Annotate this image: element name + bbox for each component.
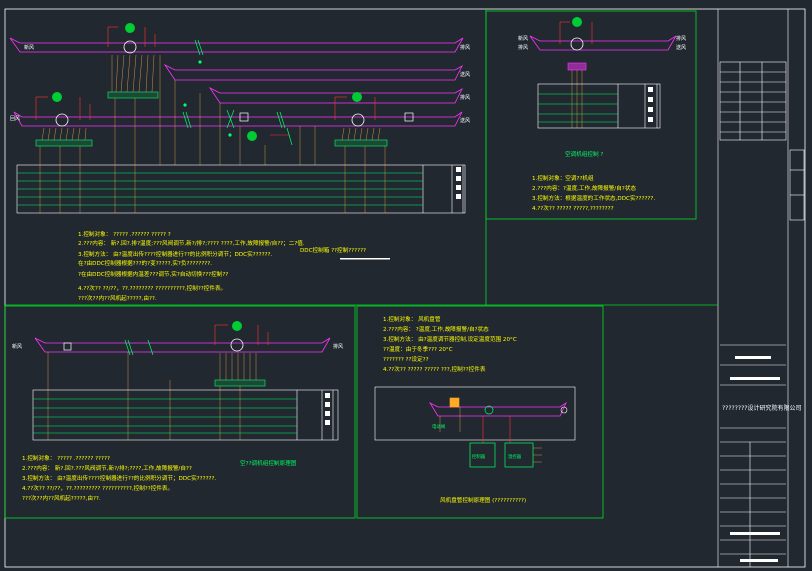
p2-duct-fresh: 新风	[518, 35, 528, 42]
p4-note-2: 2.???内容： ?温度,工作,故障报警/自?状态	[383, 325, 489, 333]
valve-icon	[449, 397, 460, 408]
duct-label-exhaust-2: 排风	[460, 94, 470, 101]
title-block	[717, 9, 805, 567]
title-bar-2	[730, 377, 780, 380]
drawing-frame	[4, 8, 806, 568]
fan-status-icon	[572, 17, 582, 27]
damper-box	[239, 112, 249, 122]
fan-status-icon	[232, 321, 242, 331]
p4-note-5: ??????? ??设定??	[383, 355, 429, 363]
fan-icon	[484, 405, 494, 415]
p3-caption: 空??调机组控制原理图	[240, 459, 297, 467]
panel1-schematic: 新风 排风 送风 排风 回风 送风	[9, 23, 470, 260]
duct-label-exhaust-1: 排风	[460, 44, 470, 51]
p3-duct-fresh: 新风	[12, 343, 22, 350]
panel1-note-6: 4.??次?? ??/??，??.???????? ??????????,控制?…	[78, 284, 226, 292]
damper-box	[63, 342, 72, 351]
p2-note-2: 2.???内容：?温度,工作,故障报警/自?状态	[532, 184, 636, 192]
p3-note-2: 2.???内容： 新?.回?.???风阀调节,新?/排?;????,工作,故障报…	[22, 464, 192, 472]
panel3-schematic: 新风 排风	[12, 321, 343, 441]
p2-note-4: 4.??次?? ????? ?????,????????	[532, 204, 614, 212]
p2-table-caption: 空调机组控制 ?	[565, 150, 603, 158]
p4-valve-label: 电动阀	[432, 423, 445, 430]
p3-note-5: ???次??内??风机起?????,由??.	[22, 494, 101, 502]
title-bar-3	[730, 532, 780, 535]
p4-thermostat-label: 温控器	[508, 453, 522, 460]
panel2-schematic: 新风 排风 排风 送风	[518, 17, 686, 129]
duct-label-supply-1: 送风	[460, 71, 470, 78]
p2-note-3: 3.控制方法：根据温度的工作状态,DDC实??????.	[532, 194, 655, 202]
thermostat-icon	[560, 406, 568, 414]
company-name: ????????设计研究院有限公司	[722, 404, 801, 412]
p3-controller	[214, 379, 266, 387]
panel1-note-7: ???次??内??风机起?????,由??.	[78, 294, 157, 302]
panel1-note-2: 2.???内容： 新?.回?.排?温度;???风阀调节,新?/排?;???? ?…	[78, 239, 305, 247]
panel-borders	[4, 9, 718, 519]
panel1-note-3: 3.控制方法： 由?温度出传????控制器进行??的比例积分调节；DDC实???…	[78, 250, 272, 258]
p3-note-3: 3.控制方法： 由?温度出传????控制器进行??的比例积分调节；DDC实???…	[22, 474, 216, 482]
panel1-note-1: 1.控制对象： ????? .?????? ????? ?	[78, 230, 171, 238]
p4-note-6: 4.??次?? ????? ????? ???,控制??控件表	[383, 365, 486, 373]
duct-label-fresh-air: 新风	[24, 44, 34, 51]
title-bar-1	[735, 356, 771, 359]
p2-duct-exhaust-2: 排风	[676, 35, 686, 42]
p2-note-1: 1.控制对象：空调??机组	[532, 174, 594, 182]
p4-note-4: ??温度：由于冬季??? 20°C	[383, 345, 453, 353]
p4-caption: 风机盘管控制原理图 (??????????)	[440, 496, 526, 504]
panel1-note-4: 在?由DDC控制器根据???的?变?????,实?负????????.	[78, 259, 212, 267]
fan-icon	[570, 37, 584, 51]
p3-duct-exhaust: 排风	[333, 343, 343, 350]
p4-note-3: 3.控制方法： 由?温度调节器控制,设定温度范围 20°C	[383, 335, 517, 343]
panel1-note-5: ?在由DDC控制器根据内温差???调节,实?自动切换???控制??	[78, 270, 228, 278]
p3-note-4: 4.??次?? ??/??，??.????????? ??????????,控制…	[22, 484, 173, 492]
legend-underline	[340, 258, 390, 260]
title-bar-4	[740, 559, 778, 562]
damper-box	[404, 112, 414, 122]
p4-note-1: 1.控制对象： 风机盘管	[383, 315, 441, 323]
panel4-schematic	[374, 386, 576, 468]
fan-icon	[52, 23, 365, 141]
p3-note-1: 1.控制对象： ????? .?????? ?????	[22, 454, 110, 462]
p4-controller-label: 控制器	[472, 453, 486, 460]
p2-duct-supply: 送风	[676, 44, 686, 51]
duct-label-return: 回风	[10, 116, 20, 122]
p2-duct-exhaust: 排风	[518, 44, 528, 51]
panel1-legend-title: DDC控制箱 ??控制??????	[300, 246, 366, 254]
duct-label-supply-2: 送风	[460, 117, 470, 124]
fan-icon	[230, 338, 244, 352]
p2-controller	[567, 62, 587, 71]
